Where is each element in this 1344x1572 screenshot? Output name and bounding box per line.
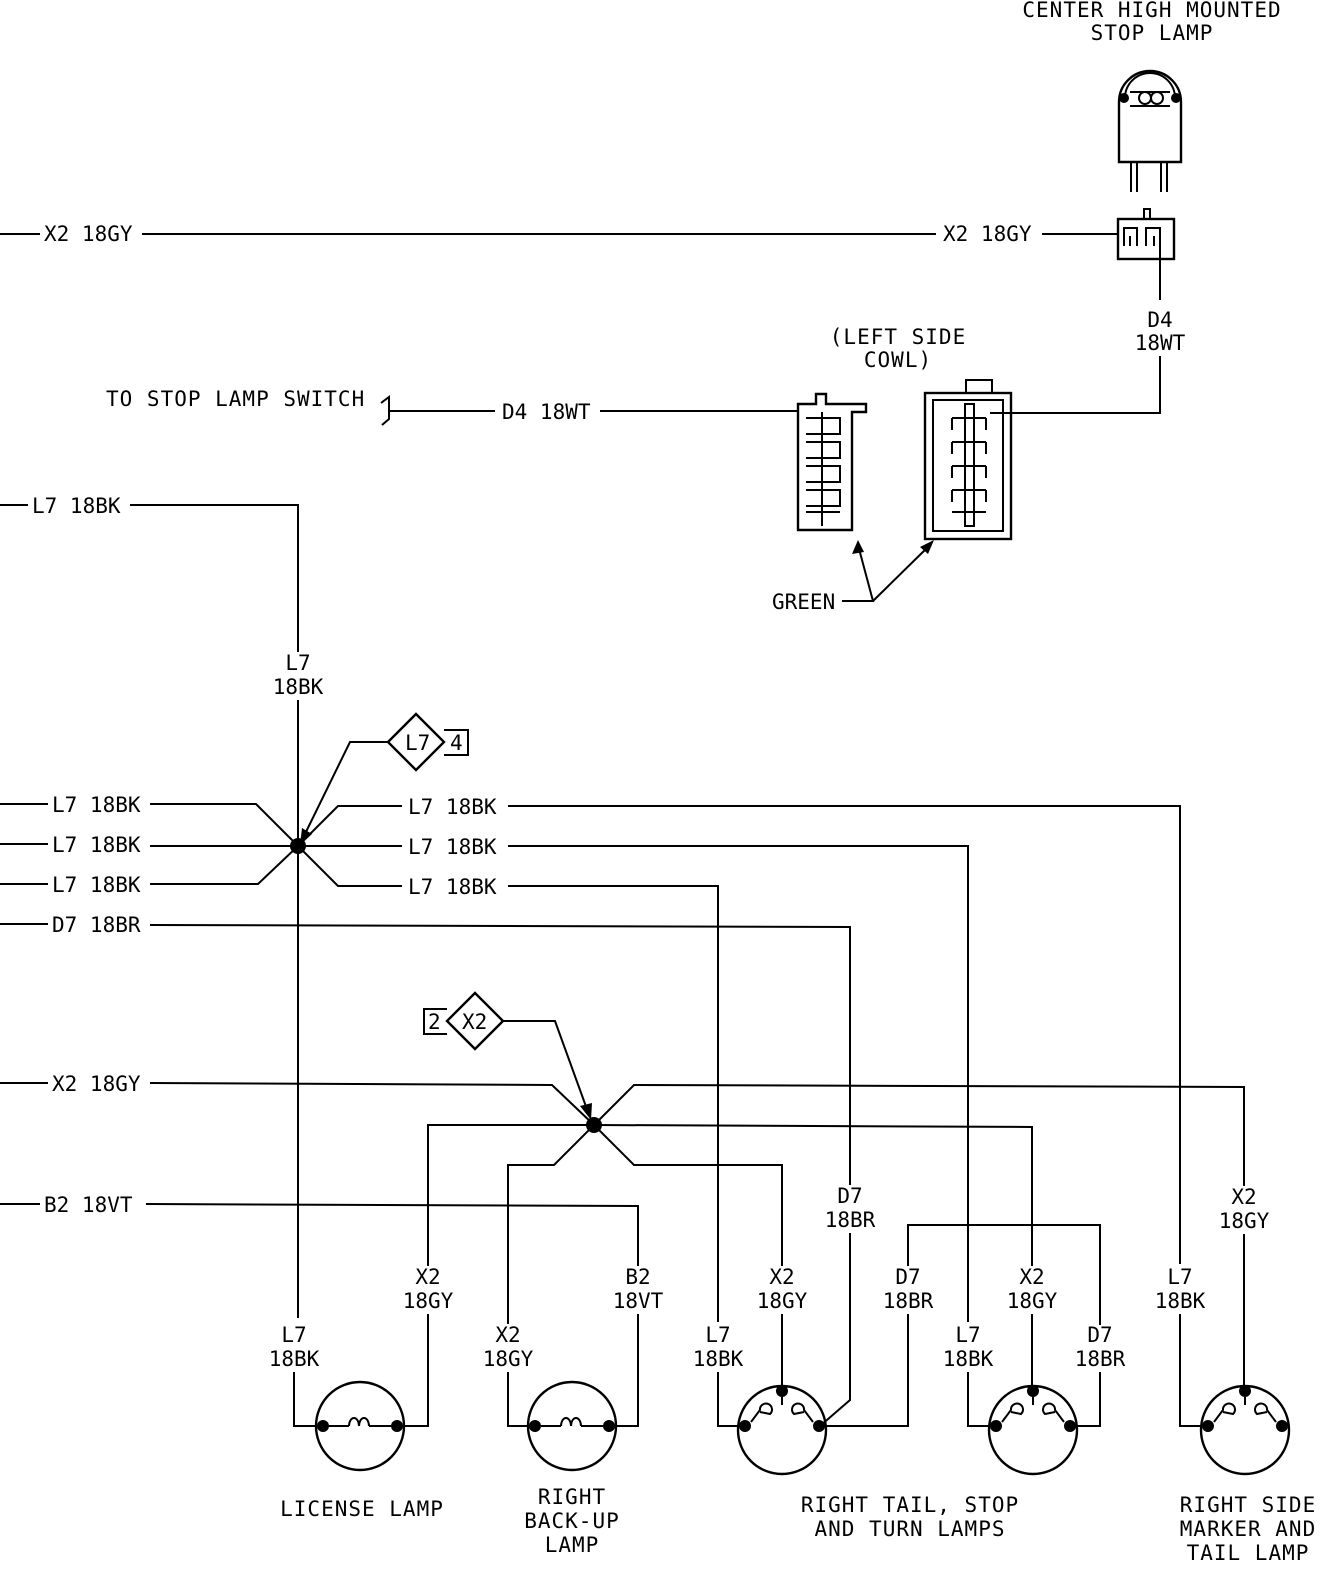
wire-label-t2-x2-2: 18GY xyxy=(1007,1289,1058,1313)
wire-label-d7-vert-2: 18BR xyxy=(825,1208,876,1232)
wire-label-l7-left-a: L7 18BK xyxy=(52,793,141,817)
wire-d4-switch: TO STOP LAMP SWITCH D4 18WT xyxy=(106,387,798,426)
wire-x2-chmsl: X2 18GY X2 18GY xyxy=(0,222,1118,246)
splice-l7: L7 18BK L7 18BK L7 18BK L7 18BK L7 18BK … xyxy=(0,793,1181,1322)
cowl-connector: (LEFT SIDE COWL) GREEN xyxy=(772,325,1013,614)
wire-label-d4-chmsl-2: 18WT xyxy=(1135,331,1186,355)
backup-lamp-line2: BACK-UP xyxy=(524,1509,620,1533)
chmsl-title-line1: CENTER HIGH MOUNTED xyxy=(1022,0,1281,22)
wire-label-bu-x2-1: X2 xyxy=(495,1323,520,1347)
wire-d7: D7 18BR D7 18BR xyxy=(0,913,1101,1427)
wire-label-t2-x2-1: X2 xyxy=(1019,1265,1044,1289)
backup-lamp: X2 18GY B2 18VT RIGHT BACK-UP LAMP xyxy=(483,1265,664,1557)
wire-label-lic-l7-1: L7 xyxy=(281,1323,306,1347)
wire-label-bu-b2-2: 18VT xyxy=(613,1289,664,1313)
wire-label-l7-right-c: L7 18BK xyxy=(408,875,497,899)
wire-label-x2-left: X2 18GY xyxy=(52,1072,141,1096)
wire-label-lic-x2-1: X2 xyxy=(415,1265,440,1289)
tail-lamp-1: L7 18BK X2 18GY D7 18BR xyxy=(693,1265,934,1476)
backup-lamp-line1: RIGHT xyxy=(538,1485,606,1509)
wire-label-d7-left: D7 18BR xyxy=(52,913,141,937)
splice-x2-number: 2 xyxy=(428,1010,441,1034)
wire-label-m-l7-1: L7 xyxy=(1167,1265,1192,1289)
tail-lamp-2: L7 18BK X2 18GY D7 18BR RIGHT TAIL, STOP… xyxy=(801,1265,1126,1541)
license-lamp: L7 18BK X2 18GY LICENSE LAMP xyxy=(269,1265,454,1521)
cowl-title-line1: (LEFT SIDE xyxy=(830,325,966,349)
wire-label-t1-d7-2: 18BR xyxy=(883,1289,934,1313)
wire-label-m-l7-2: 18BK xyxy=(1155,1289,1206,1313)
wire-label-t1-x2-1: X2 xyxy=(769,1265,794,1289)
splice-x2: X2 18GY X2 18GY xyxy=(0,1072,1270,1388)
marker-lamp-line1: RIGHT SIDE xyxy=(1180,1493,1316,1517)
cowl-color-label: GREEN xyxy=(772,590,835,614)
stop-switch-label: TO STOP LAMP SWITCH xyxy=(106,387,365,411)
wire-label-t1-l7-1: L7 xyxy=(705,1323,730,1347)
wire-label-l7-right-a: L7 18BK xyxy=(408,795,497,819)
wire-label-x2-marker-2: 18GY xyxy=(1219,1209,1270,1233)
wire-label-x2-top-left: X2 18GY xyxy=(44,222,133,246)
wire-label-x2-top-right: X2 18GY xyxy=(943,222,1032,246)
wire-label-l7-vert-2: 18BK xyxy=(273,675,324,699)
splice-callout-l7: L7 4 xyxy=(300,712,469,845)
wire-label-d7-vert-1: D7 xyxy=(837,1184,862,1208)
splice-x2-circuit: X2 xyxy=(462,1010,487,1034)
wire-label-lic-x2-2: 18GY xyxy=(403,1289,454,1313)
wire-l7-top: L7 18BK L7 18BK xyxy=(0,494,324,1318)
chmsl-lamp-symbol: CENTER HIGH MOUNTED STOP LAMP xyxy=(1022,0,1281,192)
wire-label-t1-d7-1: D7 xyxy=(895,1265,920,1289)
wire-label-t2-d7-1: D7 xyxy=(1087,1323,1112,1347)
tail-lamps-line1: RIGHT TAIL, STOP xyxy=(801,1493,1019,1517)
wire-label-x2-marker-1: X2 xyxy=(1231,1185,1256,1209)
wire-label-t2-l7-1: L7 xyxy=(955,1323,980,1347)
license-lamp-label: LICENSE LAMP xyxy=(280,1497,444,1521)
marker-lamp-line3: TAIL LAMP xyxy=(1187,1541,1310,1565)
chmsl-connector xyxy=(1116,208,1176,300)
splice-callout-x2: 2 X2 xyxy=(423,991,592,1120)
marker-lamp-line2: MARKER AND xyxy=(1180,1517,1316,1541)
wire-label-l7-right-b: L7 18BK xyxy=(408,835,497,859)
wire-label-lic-l7-2: 18BK xyxy=(269,1347,320,1371)
wire-label-l7-left-b: L7 18BK xyxy=(52,833,141,857)
wire-label-t1-l7-2: 18BK xyxy=(693,1347,744,1371)
marker-lamp: L7 18BK RIGHT SIDE MARKER AND TAIL LAMP xyxy=(1155,1265,1316,1565)
wire-b2: B2 18VT xyxy=(0,1193,639,1266)
wire-label-b2-left: B2 18VT xyxy=(44,1193,133,1217)
wire-label-l7-vert-1: L7 xyxy=(285,651,310,675)
splice-l7-circuit: L7 xyxy=(405,731,430,755)
wire-label-d4-switch: D4 18WT xyxy=(502,400,591,424)
backup-lamp-line3: LAMP xyxy=(545,1533,600,1557)
wire-d4-chmsl: D4 18WT xyxy=(990,308,1186,414)
wire-label-t1-x2-2: 18GY xyxy=(757,1289,808,1313)
chmsl-title-line2: STOP LAMP xyxy=(1091,21,1214,45)
wire-label-t2-l7-2: 18BK xyxy=(943,1347,994,1371)
cowl-title-line2: COWL) xyxy=(864,348,932,372)
wire-label-l7-left-c: L7 18BK xyxy=(52,873,141,897)
wire-label-t2-d7-2: 18BR xyxy=(1075,1347,1126,1371)
wire-label-bu-b2-1: B2 xyxy=(625,1265,650,1289)
wire-label-l7-top: L7 18BK xyxy=(32,494,121,518)
tail-lamps-line2: AND TURN LAMPS xyxy=(814,1517,1005,1541)
wire-label-bu-x2-2: 18GY xyxy=(483,1347,534,1371)
splice-l7-number: 4 xyxy=(450,731,463,755)
wire-label-d4-chmsl-1: D4 xyxy=(1147,308,1172,332)
